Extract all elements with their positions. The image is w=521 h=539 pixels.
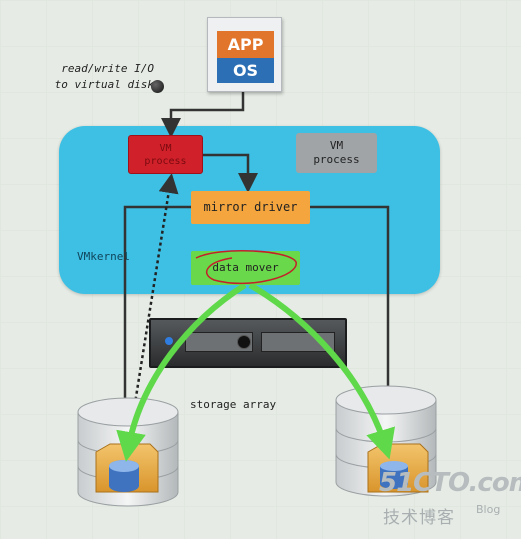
vm-process-other-line1: VM (329, 139, 344, 152)
vmkernel-label: VMkernel (77, 250, 130, 263)
vm-process-other-line2: process (313, 153, 360, 166)
mirror-to-source-line (115, 205, 191, 450)
app-label: APP (217, 31, 274, 58)
server-bay (185, 332, 253, 352)
io-annotation: read/write I/O to virtual disk (34, 61, 154, 93)
watermark-sub: 技术博客 (383, 508, 455, 528)
red-scribble-mark (195, 250, 297, 285)
vm-process-active-line2: process (144, 156, 187, 167)
mirror-driver-box: mirror driver (191, 191, 310, 224)
storage-array-server-icon (149, 318, 347, 368)
watermark-blog: Blog (476, 503, 501, 516)
copy-arrow-to-source (116, 282, 247, 462)
vm-process-other: VM process (296, 133, 377, 173)
server-knob-icon (237, 335, 251, 349)
io-dot-icon (151, 80, 164, 93)
copy-arrow-to-destination (248, 282, 396, 460)
server-led-icon (165, 337, 173, 345)
vm-process-active-line1: VM (159, 143, 172, 154)
os-label: OS (217, 58, 274, 83)
io-path-line (161, 90, 245, 138)
vm-process-active: VM process (128, 135, 203, 174)
source-folder-icon (95, 443, 159, 493)
watermark-brand: 51CTO.com (379, 468, 521, 498)
io-label-line1: read/write I/O (61, 62, 154, 75)
vm-to-mirror-line (203, 153, 258, 193)
storage-array-label: storage array (190, 398, 277, 411)
io-label-line2: to virtual disk (54, 78, 154, 91)
mirror-to-dest-line (310, 205, 398, 457)
app-os-box: APP OS (207, 17, 282, 92)
data-mover-box: data mover (191, 251, 300, 285)
